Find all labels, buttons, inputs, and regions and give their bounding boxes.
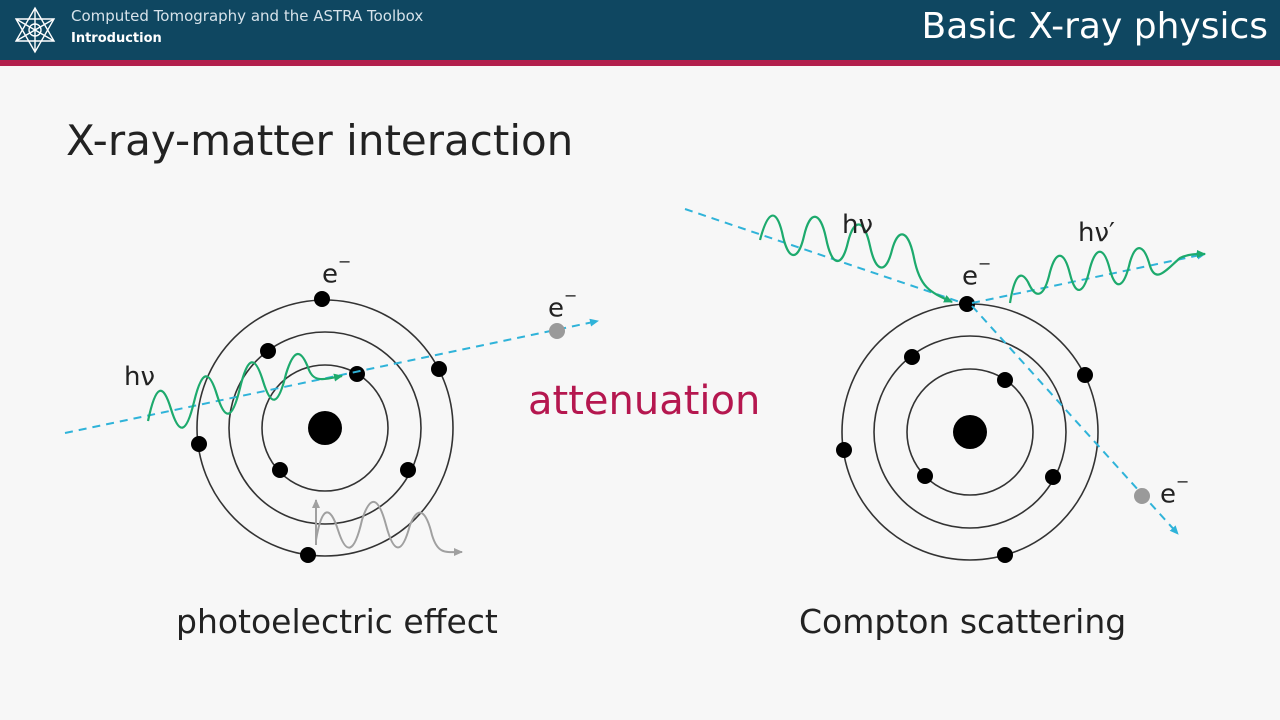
attenuation-label: attenuation [528,378,761,424]
ejected-electron [1134,488,1150,504]
scattered-ray [971,251,1206,304]
electron [260,343,276,359]
header-accent-line [0,60,1280,66]
electron [300,547,316,563]
electron [272,462,288,478]
photoelectric-caption: photoelectric effect [176,602,498,641]
electron [997,547,1013,563]
star-lattice-icon [14,6,56,54]
electron [917,468,933,484]
electron [349,366,365,382]
photoelectric-atom [191,291,454,563]
electron [400,462,416,478]
electron [836,442,852,458]
header-bar [0,0,1280,60]
ejected-electron-label: e− [1160,472,1190,510]
lecture-title: Basic X-ray physics [921,6,1269,47]
ejected-electron-label: e− [548,286,578,324]
electron-label: e− [962,254,992,292]
slide-title: X-ray-matter interaction [66,116,574,165]
electron [959,296,975,312]
photon-wave-incoming [758,214,953,304]
orbit-inner [261,364,389,492]
electron [314,291,330,307]
course-section: Introduction [71,31,162,46]
course-title: Computed Tomography and the ASTRA Toolbo… [71,7,424,25]
compton-atom [836,296,1099,563]
incoming-ray [684,208,961,303]
scattered-photon-label: hν′ [1078,218,1115,248]
compton-caption: Compton scattering [799,602,1127,641]
orbit-inner [906,368,1034,496]
fluorescence-wave [315,500,463,557]
photon-label: hν [842,210,874,240]
photon-label: hν [124,362,156,392]
electron [997,372,1013,388]
electron [191,436,207,452]
electron [1077,367,1093,383]
ejected-electron [549,323,565,339]
photon-wave [146,352,343,429]
orbit-middle [873,335,1067,529]
orbit-middle [228,331,422,525]
nucleus [308,411,342,445]
nucleus [953,415,987,449]
electron [904,349,920,365]
electron [1045,469,1061,485]
electron [431,361,447,377]
electron-label: e− [322,252,352,290]
photon-wave-scattered [1008,247,1206,304]
